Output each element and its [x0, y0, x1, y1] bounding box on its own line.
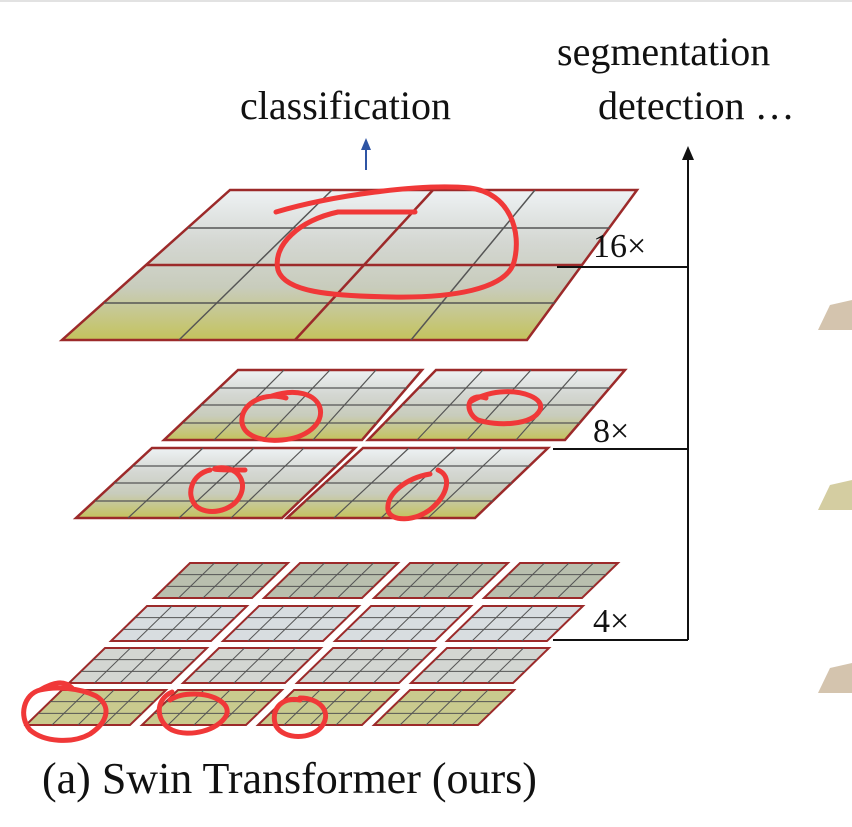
handwritten-annotations: [21, 184, 544, 743]
scale-8x-label: 8×: [593, 413, 630, 450]
window-4x: [180, 647, 324, 684]
scale-4x-label: 4×: [593, 603, 630, 640]
cropped-side-thumbnails: [818, 300, 852, 693]
window-8x-bottom-left: [72, 446, 359, 520]
annotation-circle: [271, 695, 329, 739]
window-8x-top-right: [365, 368, 628, 442]
window-4x: [151, 562, 291, 599]
annotation-circle: [156, 689, 230, 736]
layer-4x: [23, 562, 621, 726]
annotation-circle: [466, 389, 544, 427]
window-4x: [220, 605, 362, 642]
annotation-circle: [385, 467, 449, 522]
figure-caption: (a) Swin Transformer (ours): [42, 754, 537, 803]
window-4x: [408, 647, 552, 684]
scale-16x-label: 16×: [593, 228, 647, 265]
window-4x: [371, 689, 517, 726]
window-4x: [66, 647, 210, 684]
detection-label: detection …: [598, 83, 795, 128]
top-divider: [0, 0, 852, 2]
window-4x: [23, 689, 169, 726]
window-4x: [371, 562, 511, 599]
segmentation-label: segmentation: [557, 29, 771, 74]
window-4x: [481, 562, 621, 599]
annotation-circle: [188, 465, 248, 514]
layer-8x: [72, 368, 628, 520]
window-4x: [294, 647, 438, 684]
up-arrow-head-icon: [682, 146, 694, 160]
window-4x: [444, 605, 586, 642]
classification-label: classification: [240, 83, 452, 128]
layer-16x: [58, 188, 640, 342]
window-8x-bottom-right: [283, 446, 552, 520]
window-4x: [108, 605, 250, 642]
pyramid-connectors: [553, 155, 689, 641]
classification-arrow-icon: [361, 138, 371, 170]
annotation-circle: [239, 390, 323, 443]
window-4x: [261, 562, 401, 599]
annotation-circle: [21, 680, 109, 743]
window-8x-top-left: [160, 368, 425, 442]
annotation-circle-large: [273, 184, 519, 300]
window-4x: [332, 605, 474, 642]
